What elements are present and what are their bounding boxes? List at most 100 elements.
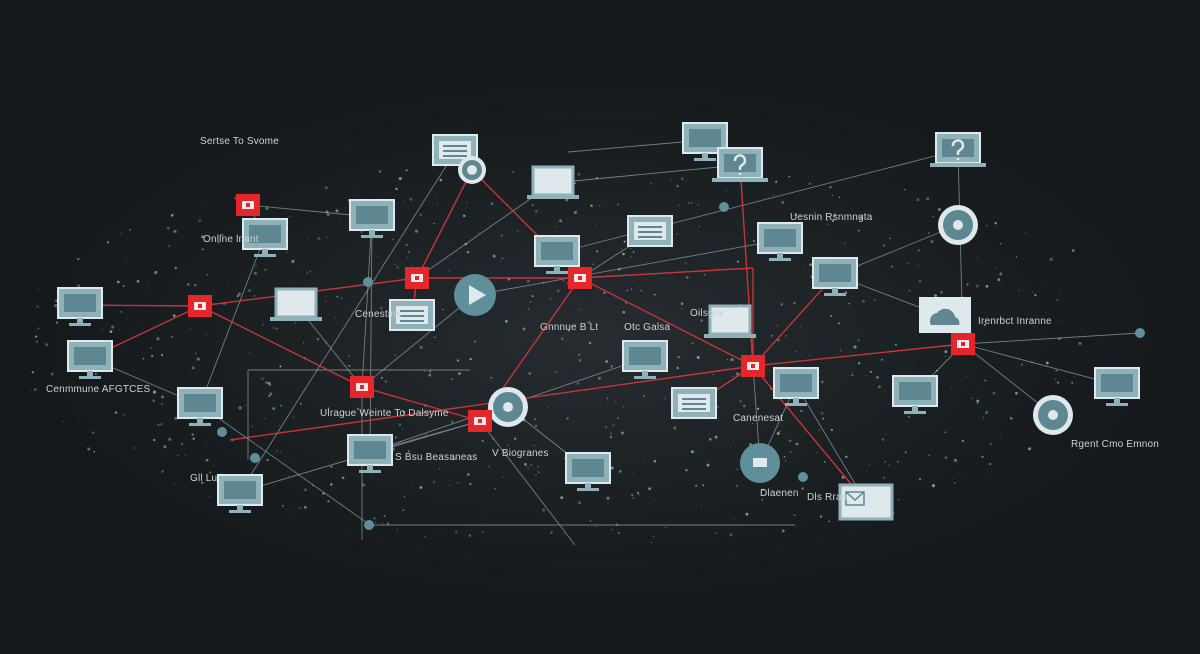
alert-node-icon[interactable]	[741, 355, 765, 377]
pin-icon[interactable]	[458, 156, 486, 184]
map-dot	[272, 407, 276, 411]
map-dot	[726, 359, 729, 361]
map-dot	[580, 260, 582, 261]
map-dot	[930, 240, 934, 244]
map-dot	[940, 290, 943, 294]
map-dot	[633, 280, 635, 282]
play-icon[interactable]	[454, 274, 496, 316]
map-dot	[857, 229, 860, 232]
map-dot	[419, 486, 423, 489]
map-dot	[953, 458, 957, 462]
map-dot	[394, 263, 396, 265]
document-icon[interactable]	[627, 215, 673, 247]
map-dot	[903, 188, 906, 191]
monitor-icon[interactable]	[57, 287, 103, 326]
map-dot	[985, 285, 989, 288]
monitor-icon[interactable]	[242, 218, 288, 257]
map-dot	[748, 435, 749, 437]
cloud-icon[interactable]	[919, 297, 971, 333]
email-icon[interactable]	[838, 483, 894, 521]
alert-node-icon[interactable]	[468, 410, 492, 432]
map-dot	[818, 429, 821, 431]
map-dot	[405, 169, 408, 172]
alert-node-icon[interactable]	[236, 194, 260, 216]
map-dot	[304, 488, 307, 492]
map-dot	[603, 291, 606, 294]
monitor-icon[interactable]	[347, 434, 393, 473]
monitor-icon[interactable]	[565, 452, 611, 491]
map-dot	[560, 337, 564, 341]
alert-link-line	[752, 365, 867, 503]
map-dot	[312, 192, 314, 194]
document-icon[interactable]	[389, 299, 435, 331]
map-dot	[783, 456, 786, 458]
map-dot	[894, 343, 897, 346]
map-dot	[456, 482, 459, 484]
map-dot	[69, 383, 71, 385]
eye-icon[interactable]	[938, 205, 978, 245]
map-dot	[335, 209, 339, 213]
chat-icon[interactable]	[740, 443, 780, 483]
alert-node-icon[interactable]	[350, 376, 374, 398]
monitor-icon[interactable]	[757, 222, 803, 261]
map-dot	[932, 216, 934, 218]
document-icon[interactable]	[432, 134, 478, 166]
map-dot	[120, 233, 122, 235]
map-dot	[269, 392, 273, 396]
monitor-icon[interactable]	[349, 199, 395, 238]
map-dot	[685, 469, 688, 472]
alert-node-icon[interactable]	[188, 295, 212, 317]
map-dot	[1000, 242, 1002, 245]
map-dot	[576, 382, 580, 385]
map-dot	[1049, 257, 1053, 261]
map-dot	[166, 226, 170, 230]
map-dot	[405, 243, 408, 246]
laptop-icon[interactable]	[704, 304, 756, 338]
eye-icon[interactable]	[1033, 395, 1073, 435]
map-dot	[831, 219, 835, 222]
monitor-icon[interactable]	[622, 340, 668, 379]
monitor-icon[interactable]	[534, 235, 580, 274]
map-dot	[992, 393, 993, 395]
monitor-icon[interactable]	[812, 257, 858, 296]
eye-icon[interactable]	[488, 387, 528, 427]
monitor-icon[interactable]	[773, 367, 819, 406]
laptop-icon[interactable]	[527, 165, 579, 199]
map-dot	[467, 473, 470, 476]
map-dot	[1032, 291, 1034, 293]
map-dot	[676, 185, 679, 188]
alert-link-line	[416, 169, 473, 279]
map-dot	[479, 232, 480, 234]
map-dot	[944, 355, 947, 358]
monitor-icon[interactable]	[177, 387, 223, 426]
monitor-icon[interactable]	[217, 474, 263, 513]
map-dot	[776, 431, 780, 436]
map-dot	[610, 364, 613, 367]
laptop-icon[interactable]	[270, 287, 322, 321]
map-dot	[523, 462, 528, 467]
monitor-icon[interactable]	[892, 375, 938, 414]
map-dot	[34, 388, 37, 391]
map-dot	[779, 430, 781, 433]
map-label: S Bsu Beasaneas	[395, 452, 478, 463]
map-dot	[691, 341, 694, 345]
alert-node-icon[interactable]	[405, 267, 429, 289]
map-dot	[251, 425, 254, 428]
monitor-icon[interactable]	[67, 340, 113, 379]
map-dot	[94, 372, 97, 376]
alert-node-icon[interactable]	[568, 267, 592, 289]
map-dot	[433, 222, 435, 225]
map-dot	[717, 267, 719, 269]
map-dot	[681, 177, 684, 181]
map-label: V Biogranes	[492, 448, 549, 459]
map-dot	[160, 403, 163, 406]
map-label: Gll Lu	[190, 473, 218, 484]
alert-node-icon[interactable]	[951, 333, 975, 355]
map-dot	[878, 385, 881, 389]
question-icon[interactable]	[930, 132, 986, 167]
document-icon[interactable]	[671, 387, 717, 419]
map-dot	[198, 219, 202, 223]
map-dot	[526, 279, 530, 283]
monitor-icon[interactable]	[1094, 367, 1140, 406]
question-icon[interactable]	[712, 147, 768, 182]
